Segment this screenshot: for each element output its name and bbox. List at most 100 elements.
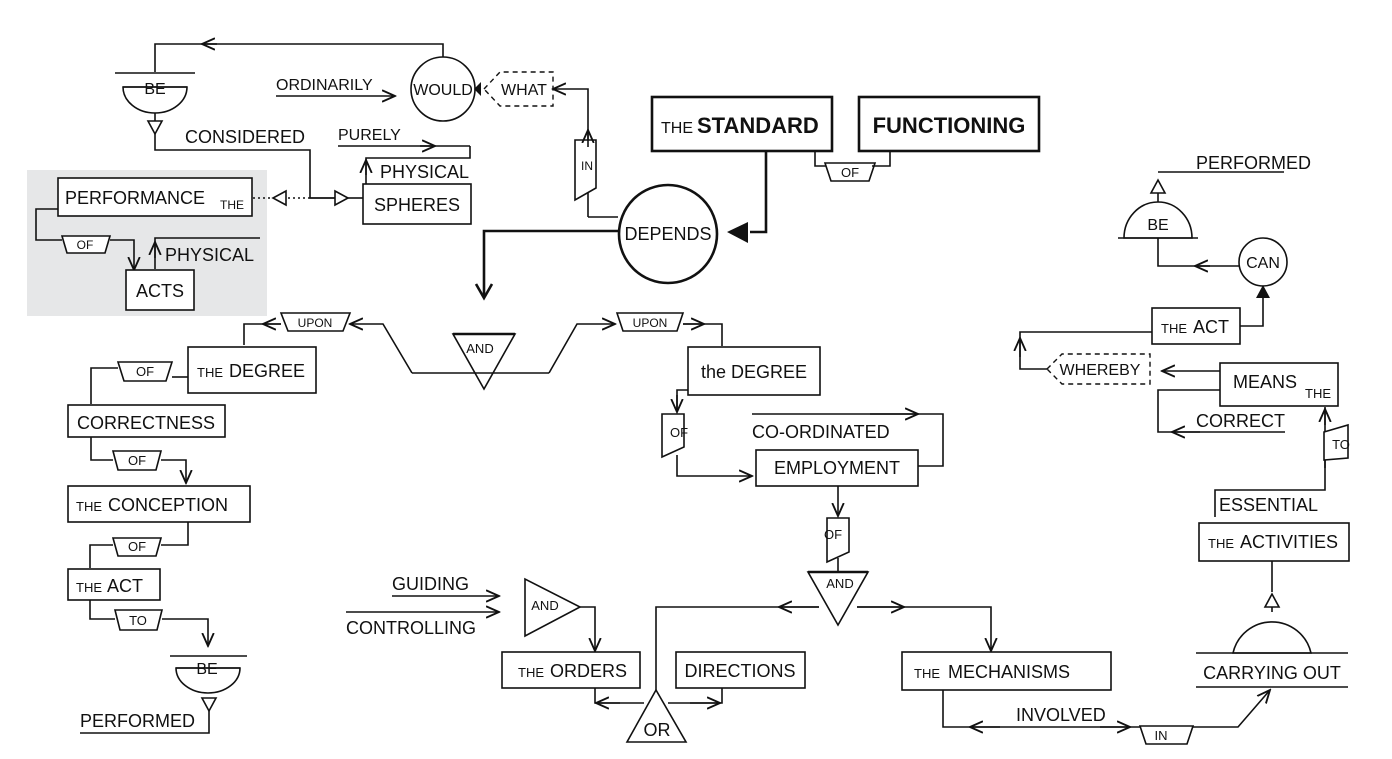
of-connector-standard	[823, 162, 877, 182]
the-act-left-label: ACT	[107, 576, 143, 596]
ordinarily-label: ORDINARILY	[276, 77, 373, 94]
correctness-box	[67, 404, 226, 438]
to-to-be-arrow	[162, 618, 208, 646]
the-conception-box	[67, 485, 251, 523]
would-label: WOULD	[413, 82, 473, 99]
performance-box	[57, 177, 253, 217]
what-label: WHAT	[501, 82, 547, 99]
or-label: OR	[644, 720, 671, 740]
means-label: MEANS	[1233, 372, 1297, 392]
performance-label: PERFORMANCE	[65, 188, 205, 208]
employment-label: EMPLOYMENT	[774, 458, 900, 478]
the-degree-right-box	[687, 346, 821, 396]
depends-label: DEPENDS	[624, 224, 711, 244]
mechanisms-in-line	[942, 690, 1140, 728]
be-label: BE	[144, 81, 165, 98]
the-degree-left-label: DEGREE	[229, 361, 305, 381]
standard-to-depends-line	[750, 151, 768, 234]
acts-label: ACTS	[136, 281, 184, 301]
in-label-top: IN	[581, 159, 593, 173]
of-to-acts-arrow	[110, 239, 134, 270]
of-label-employment: OF	[670, 425, 688, 440]
be-bottom-label: BE	[196, 661, 217, 678]
the-act-right-prefix: THE	[1161, 321, 1187, 336]
co-ordinated-line	[752, 413, 944, 467]
of-connector-employment	[661, 413, 685, 459]
performance-triangle-left	[271, 189, 287, 207]
in-to-carrying-arrow	[1193, 690, 1270, 728]
the-mechanisms-label: MECHANISMS	[948, 662, 1070, 682]
conception-of-line	[161, 522, 189, 546]
functioning-box	[857, 95, 1041, 153]
of-label-standard: OF	[841, 165, 859, 180]
considered-label: CONSIDERED	[185, 127, 305, 147]
directions-label: DIRECTIONS	[684, 661, 795, 681]
of-connector-mechanisms	[826, 517, 850, 564]
would-to-be-line	[154, 43, 444, 72]
the-conception-prefix: THE	[76, 499, 102, 514]
and-triangle-left	[524, 577, 582, 638]
the-activities-label: ACTIVITIES	[1240, 532, 1338, 552]
to-connector-left	[113, 609, 164, 631]
correctness-label: CORRECTNESS	[77, 413, 215, 433]
of-label-correctness: OF	[136, 364, 154, 379]
depends-filled-arrow	[727, 222, 748, 243]
the-standard-box	[650, 95, 834, 153]
employment-box	[755, 449, 919, 487]
carrying-out-label: CARRYING OUT	[1203, 663, 1341, 683]
degree-of-line	[676, 389, 688, 410]
be-bottom-triangle	[200, 697, 218, 713]
the-conception-label: CONCEPTION	[108, 495, 228, 515]
spheres-triangle-right	[334, 189, 350, 207]
of-connector-conception	[111, 450, 163, 471]
spheres-label: SPHERES	[374, 195, 460, 215]
and-left-arrow	[350, 324, 413, 374]
correct-line	[1157, 389, 1285, 433]
to-connector-right	[1323, 423, 1349, 461]
or-to-orders-line	[594, 688, 644, 704]
the-mechanisms-prefix: THE	[914, 666, 940, 681]
the-degree-left-prefix: THE	[197, 365, 223, 380]
of-to-conception-arrow	[161, 459, 186, 483]
the-standard-prefix: THE	[661, 120, 693, 137]
functioning-label: FUNCTIONING	[873, 113, 1026, 138]
the-degree-right-label: the DEGREE	[701, 362, 807, 382]
the-orders-box	[501, 651, 641, 689]
performed-right-label: PERFORMED	[1196, 153, 1311, 173]
involved-label: INVOLVED	[1016, 705, 1106, 725]
be-connector-top-left: BE	[115, 72, 195, 114]
be-right-up-triangle	[1149, 178, 1167, 194]
upon-left-to-degree	[243, 323, 281, 345]
means-box	[1219, 362, 1339, 407]
upon-label-left: UPON	[298, 316, 333, 330]
directions-box	[675, 651, 806, 689]
the-act-left-prefix: THE	[76, 580, 102, 595]
of-to-employment-arrow	[676, 455, 752, 476]
correctness-of-line	[90, 437, 113, 461]
essential-label: ESSENTIAL	[1219, 495, 1318, 515]
be-right-label: BE	[1147, 217, 1168, 234]
can-label: CAN	[1246, 255, 1280, 272]
in-connector-bottom	[1138, 725, 1195, 745]
be-connector-right: BE	[1118, 201, 1198, 239]
upon-connector-right	[615, 312, 685, 332]
correct-label: CORRECT	[1196, 411, 1285, 431]
purely-label: PURELY	[338, 127, 401, 144]
and-to-or-line	[655, 606, 819, 690]
co-ordinated-label: CO-ORDINATED	[752, 422, 890, 442]
and-right-arrow	[548, 324, 615, 374]
and-label-right: AND	[826, 576, 853, 591]
and-label-center: AND	[466, 341, 493, 356]
be-down-triangle	[146, 120, 164, 136]
of-label-conception: OF	[128, 453, 146, 468]
spheres-box	[362, 183, 472, 225]
means-the-label: THE	[1305, 386, 1331, 401]
depends-to-and-line	[482, 229, 618, 298]
the-act-right-box	[1151, 307, 1241, 345]
and-to-mechanisms-arrow	[857, 606, 991, 651]
of-connector-act	[111, 537, 163, 557]
the-standard-label: STANDARD	[697, 113, 819, 138]
of-link-functioning	[872, 151, 891, 167]
upon-right-to-degree	[683, 323, 723, 346]
performance-of-line	[35, 208, 62, 241]
